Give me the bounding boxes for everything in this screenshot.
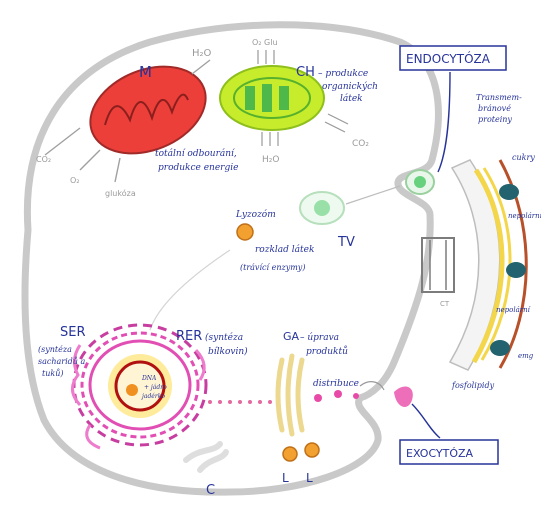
lysosome-label-1: L (282, 471, 289, 485)
o2-label: O₂ (70, 176, 80, 185)
er-golgi-vesicles (208, 400, 272, 404)
golgi-label: GA (283, 330, 300, 343)
nucleus-label-1: DNA (141, 375, 157, 382)
mitochondrion-label: M (139, 63, 152, 81)
phospholipids-label: fosfolipidy (451, 381, 495, 390)
nucleolus (126, 384, 138, 396)
sugars-label: cukry (512, 153, 535, 162)
distribution-label: distribuce (313, 379, 359, 389)
ser-text-2: sacharidů a (38, 357, 85, 366)
golgi-text-2: produktů (306, 345, 348, 357)
rer-text-2: bílkovin) (208, 346, 248, 357)
er-arrow (150, 250, 230, 330)
cytoskeleton (186, 444, 226, 470)
mito-text-2: produkce energie (158, 163, 238, 173)
transmembrane-label-2: bránové (478, 104, 511, 113)
lysosome-label-2: L (306, 471, 313, 485)
exocytosis-arrow (412, 404, 440, 438)
ch-text-1: – produkce (318, 69, 368, 79)
vacuole-label: TV (337, 235, 355, 250)
ser-text-3: tuků) (42, 369, 64, 378)
mito-text-1: totální odbourání, (155, 148, 237, 159)
chloro-co2-label: CO₂ (352, 139, 369, 149)
cytoskeleton-label: C (206, 483, 215, 498)
nucleus-label-2: + jádro (144, 384, 167, 391)
transmembrane-label-3: proteiny (478, 115, 512, 124)
chloro-h2o-label: H₂O (262, 155, 279, 165)
rer-text-1: (syntéza (205, 332, 243, 343)
exocytosis-label: EXOCYTÓZA (406, 447, 474, 460)
ch-text-3: látek (340, 93, 363, 104)
enzyme-vesicle (237, 224, 253, 240)
lysosome-2 (305, 443, 319, 457)
ser-label: SER (60, 325, 86, 340)
exocytosis-vesicle (394, 386, 413, 407)
chloroplast-label: CH (296, 65, 315, 80)
endocytosis-label: ENDOCYTÓZA (406, 51, 491, 66)
transmembrane-label-1: Transmem- (476, 93, 522, 102)
distribution-vesicles (314, 390, 359, 402)
lys-text-2: (trávící enzymy) (240, 263, 305, 272)
co2-left-label: CO₂ (36, 155, 51, 164)
endocytosis-vesicle-core (414, 176, 426, 188)
rer-label: RER (176, 329, 202, 344)
extra-label: emg (518, 352, 534, 360)
vacuole-core (314, 200, 330, 216)
nonpolar-label: nepolární (508, 212, 541, 220)
nonpolar-label-2: nepolární (496, 306, 531, 314)
o2-glucose-label: O₂ Glu (252, 38, 278, 47)
lysosome-enzyme-label: Lyzozóm (235, 209, 276, 220)
nucleus-label-3: jadérko (140, 393, 165, 400)
lys-text-1: rozklad látek (255, 244, 314, 255)
h2o-top-label: H₂O (192, 48, 212, 59)
vacuole-arrow (346, 186, 400, 204)
channel-label: CT (440, 300, 450, 308)
glucose-label: glukóza (105, 188, 136, 198)
ch-text-2: organických (322, 81, 378, 92)
golgi-apparatus (278, 356, 302, 434)
membrane-section (450, 160, 526, 370)
golgi-text-1: – úprava (300, 332, 339, 343)
lysosome-1 (283, 447, 297, 461)
ser-text-1: (syntéza (38, 345, 72, 354)
